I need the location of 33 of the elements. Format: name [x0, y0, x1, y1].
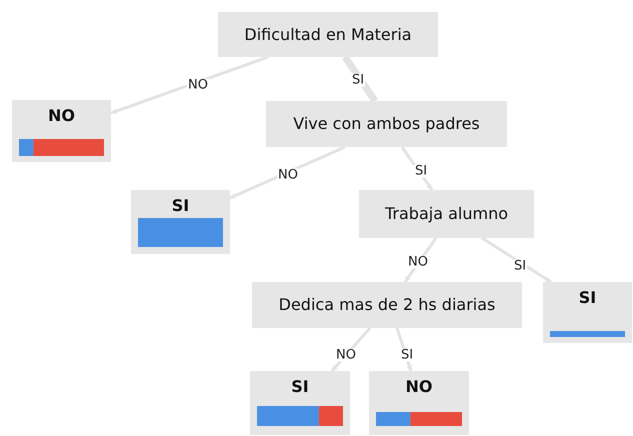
- edge-label: SI: [512, 260, 528, 272]
- arrow: [404, 237, 438, 283]
- arrow: [229, 146, 346, 200]
- decision-label: Trabaja alumno: [384, 203, 509, 225]
- edge-label: NO: [407, 256, 429, 268]
- edge-label: NO: [335, 348, 357, 362]
- leaf-box: [543, 282, 632, 343]
- edge-label: SI: [400, 348, 414, 362]
- leaf-title: SI: [578, 288, 598, 308]
- leaf-title: NO: [47, 106, 76, 126]
- decision-box: [266, 101, 507, 147]
- edge-label: SI: [414, 164, 428, 178]
- arrow: [342, 55, 378, 103]
- leaf-title: SI: [170, 196, 190, 216]
- decision-label: Dificultad en Materia: [243, 24, 413, 46]
- decision-box: [218, 12, 438, 57]
- leaf-box: [369, 371, 469, 435]
- edge-label: NO: [187, 78, 209, 92]
- leaf-box: [131, 190, 230, 254]
- arrow: [330, 327, 372, 372]
- arrow: [481, 236, 552, 284]
- decision-box: [359, 190, 534, 238]
- edge-label: NO: [277, 168, 299, 182]
- decision-label: Dedica mas de 2 hs diarias: [278, 294, 496, 316]
- leaf-box: [250, 371, 350, 435]
- decision-label: Vive con ambos padres: [292, 113, 481, 135]
- decision-box: [252, 282, 522, 328]
- edge-label: SI: [350, 74, 366, 86]
- arrow: [110, 56, 268, 114]
- leaf-title: SI: [290, 377, 310, 397]
- leaf-box: [12, 100, 111, 162]
- arrow: [396, 328, 412, 372]
- leaf-title: NO: [404, 377, 434, 397]
